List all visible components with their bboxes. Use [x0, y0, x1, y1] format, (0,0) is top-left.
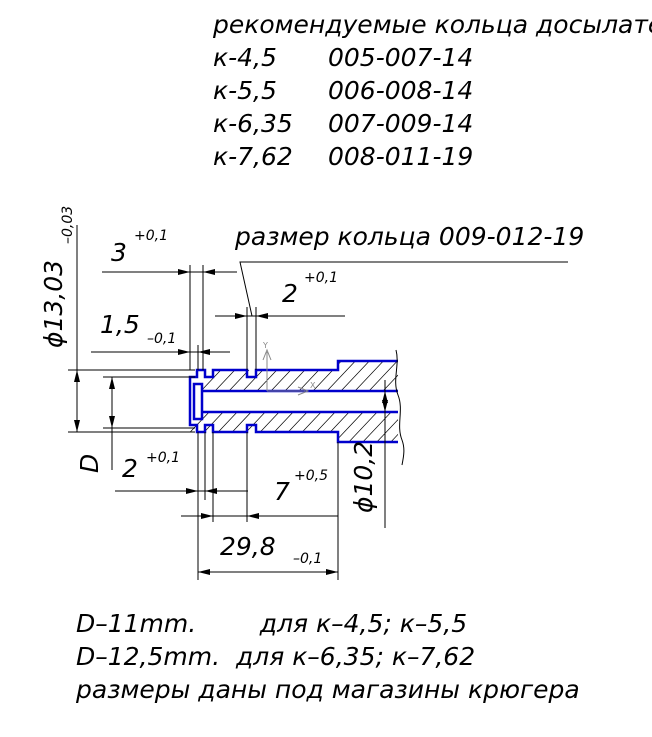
groove1-width-tol: +0,1 [146, 450, 180, 466]
ring-size-label: размер кольца 009-012-19 [234, 222, 584, 251]
hatch-line [444, 355, 529, 445]
ring-code: 005-007-14 [328, 43, 473, 72]
note-line: D–12,5mm. для к–6,35; к–7,62 [76, 642, 475, 671]
ring-caliber: к-6,35 [213, 109, 293, 138]
groove2-width-value: 2 [282, 279, 298, 308]
groove-pos-value: 3 [111, 238, 127, 267]
length-value: 29,8 [220, 532, 276, 561]
flange-value: 1,5 [100, 310, 140, 339]
groove1-width-value: 2 [122, 454, 138, 483]
section-hatching [190, 355, 543, 445]
groove-dist-tol: +0,5 [294, 468, 328, 484]
dim-groove1-width: 2 +0,1 [115, 432, 248, 500]
ring-code: 006-008-14 [328, 76, 473, 105]
d-label: D [75, 454, 104, 473]
recommended-rings-block: рекомендуемые кольца досылателя к-4,5 00… [212, 10, 652, 171]
dim-outer-diameter: ϕ13,03 –0,03 [39, 206, 195, 433]
groove-dist-value: 7 [274, 477, 290, 506]
axis-y-label: Y [262, 341, 268, 350]
counterbore-area [190, 384, 202, 419]
note-line: размеры даны под магазины крюгера [75, 675, 580, 704]
flange-tol: –0,1 [147, 331, 176, 347]
axis-x-label: X [310, 381, 316, 390]
ring-caliber: к-4,5 [213, 43, 277, 72]
hatch-line [373, 361, 398, 442]
dim-length: 29,8 –0,1 [197, 432, 339, 580]
ring-caliber: к-7,62 [213, 142, 293, 171]
hatch-line [359, 361, 398, 442]
hatch-line [387, 361, 398, 442]
dim-inner-diameter: ϕ10,2 [349, 380, 388, 528]
bore-area [190, 391, 398, 412]
hatch-line [458, 355, 543, 445]
hatch-line [402, 355, 487, 445]
coordinate-axes: Y X [262, 341, 316, 396]
dim-d: D [75, 376, 195, 473]
hatch-line [416, 355, 501, 445]
rings-title: рекомендуемые кольца досылателя [212, 10, 652, 39]
note-line: D–11mm. для к–4,5; к–5,5 [76, 609, 467, 638]
ring-code: 008-011-19 [328, 142, 473, 171]
ring-caliber: к-5,5 [213, 76, 277, 105]
length-tol: –0,1 [293, 551, 322, 567]
notes-block: D–11mm. для к–4,5; к–5,5 D–12,5mm. для к… [75, 609, 580, 704]
break-line [395, 349, 405, 466]
groove-pos-tol: +0,1 [134, 228, 168, 244]
dim-groove2-width: 2 +0,1 [215, 270, 345, 370]
leader-line [239, 261, 568, 317]
outer-dia-tol: –0,03 [60, 206, 76, 244]
outer-dia-value: ϕ13,03 [39, 260, 68, 348]
groove2-width-tol: +0,1 [304, 270, 338, 286]
dim-flange: 1,5 –0,1 [91, 310, 230, 370]
inner-dia-value: ϕ10,2 [349, 441, 378, 513]
dim-groove-position: 3 +0,1 [102, 228, 237, 370]
ring-code: 007-009-14 [328, 109, 473, 138]
dim-groove-distance: 7 +0,5 [181, 432, 338, 522]
hatch-line [430, 355, 515, 445]
